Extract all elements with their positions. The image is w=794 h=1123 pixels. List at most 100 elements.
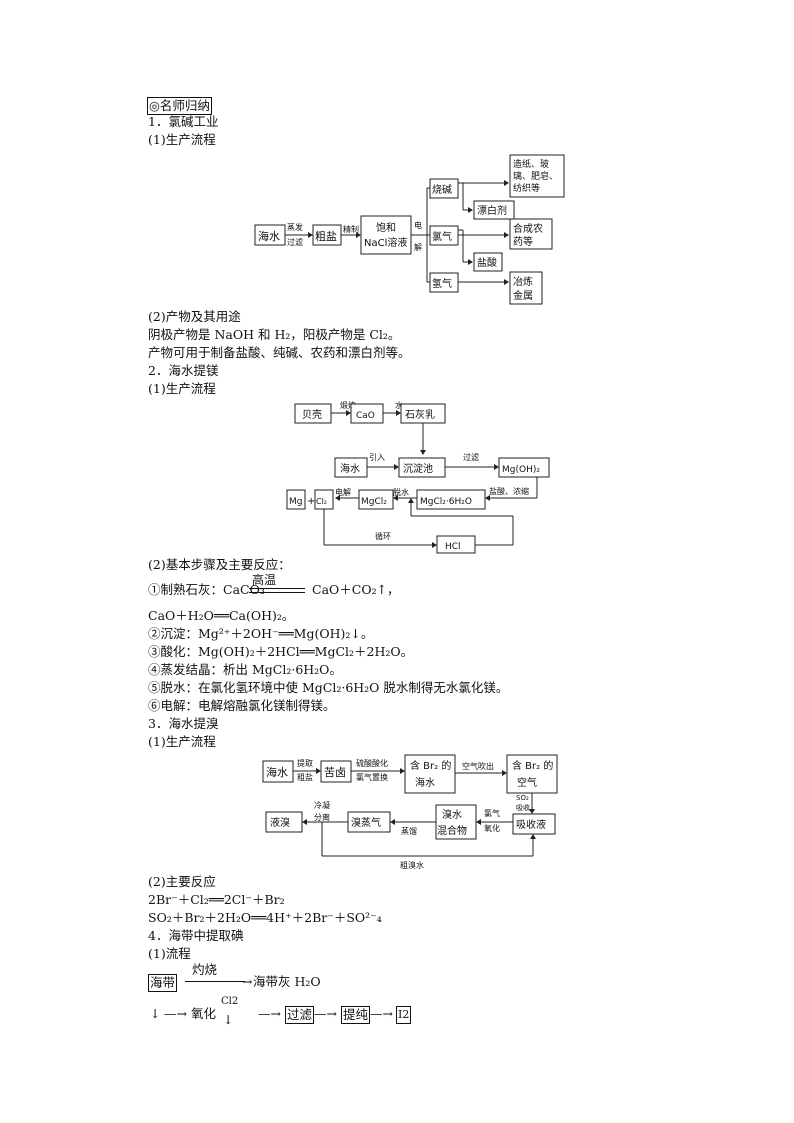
s3-sub2: (2)主要反应 — [148, 874, 216, 889]
svg-text:石灰乳: 石灰乳 — [405, 408, 435, 421]
svg-text:含 Br₂ 的: 含 Br₂ 的 — [410, 759, 451, 772]
svg-text:氧化: 氧化 — [484, 823, 500, 833]
svg-text:盐酸、浓缩: 盐酸、浓缩 — [489, 486, 529, 496]
s2-r1-equals — [249, 588, 305, 593]
s2-r1cond: 高温 — [252, 573, 277, 587]
svg-text:MgCl₂·6H₂O: MgCl₂·6H₂O — [420, 497, 472, 507]
s2-r1a: ①制熟石灰：CaCO₃ — [148, 582, 265, 597]
s4-arrow4: —→ — [314, 1006, 337, 1021]
s2-r5: ⑤脱水：在氯化氢环境中使 MgCl₂·6H₂O 脱水制得无水氯化镁。 — [148, 680, 509, 695]
svg-text:氯气: 氯气 — [432, 230, 452, 243]
svg-text:海水: 海水 — [266, 765, 288, 779]
s4-filter: 过滤 — [285, 1006, 315, 1024]
svg-text:盐酸: 盐酸 — [477, 256, 497, 269]
d1-crude: 粗盐 — [315, 230, 337, 243]
s1-line1: 阴极产物是 NaOH 和 H₂，阳极产物是 Cl₂。 — [148, 327, 401, 342]
s4-sub1: (1)流程 — [148, 946, 191, 961]
svg-text:贝壳: 贝壳 — [302, 408, 322, 421]
svg-text:氯气: 氯气 — [484, 808, 500, 818]
s1-title: 1．氯碱工业 — [148, 114, 219, 129]
svg-text:NaCl溶液: NaCl溶液 — [364, 236, 407, 249]
s3-e2: SO₂＋Br₂＋2H₂O══4H⁺＋2Br⁻＋SO²⁻₄ — [148, 910, 382, 925]
svg-text:溴蒸气: 溴蒸气 — [351, 816, 381, 829]
svg-text:解: 解 — [414, 242, 422, 252]
s4-title: 4．海带中提取碘 — [148, 928, 244, 943]
svg-text:药等: 药等 — [513, 235, 533, 248]
svg-text:液溴: 液溴 — [270, 816, 290, 829]
svg-text:海水: 海水 — [340, 462, 360, 475]
svg-text:电: 电 — [414, 220, 422, 230]
section-header: ◎名师归纳 — [147, 97, 212, 115]
svg-text:苦卤: 苦卤 — [324, 766, 346, 779]
svg-text:CaO: CaO — [356, 411, 375, 421]
s2-r4: ④蒸发结晶：析出 MgCl₂·6H₂O。 — [148, 662, 342, 677]
svg-text:水: 水 — [395, 400, 403, 410]
svg-text:Mg: Mg — [289, 497, 302, 507]
svg-text:含 Br₂ 的: 含 Br₂ 的 — [512, 759, 553, 772]
svg-text:冷凝: 冷凝 — [314, 800, 330, 810]
s4-arrow2: —→ — [164, 1006, 187, 1021]
s4-i2: I2 — [396, 1006, 412, 1024]
s4-arrow3: —→ — [258, 1006, 281, 1021]
s3-title: 3．海水提溴 — [148, 716, 219, 731]
svg-text:纺织等: 纺织等 — [513, 182, 540, 194]
svg-text:海水: 海水 — [415, 776, 435, 789]
s1-sub1: (1)生产流程 — [148, 132, 216, 147]
s4-down-arrow-2: ↓ — [223, 1012, 234, 1027]
s2-sub1: (1)生产流程 — [148, 381, 216, 396]
s4-arrow1-head: → — [242, 974, 253, 989]
s1-sub2: (2)产物及其用途 — [148, 309, 241, 324]
svg-text:空气吹出: 空气吹出 — [462, 761, 494, 771]
chlor-alkali-flow-diagram: 海水 蒸发 过滤 粗盐 精制 饱和 NaCl溶液 电 解 烧碱 氯气 氢气 造纸… — [254, 154, 565, 305]
svg-text:冶炼: 冶炼 — [513, 275, 533, 288]
s4-burn: 灼烧 — [192, 962, 218, 977]
svg-text:脱水: 脱水 — [393, 487, 409, 497]
s4-ash: 海带灰 H₂O — [253, 974, 321, 989]
svg-text:粗盐: 粗盐 — [297, 772, 313, 782]
s2-r2: ②沉淀：Mg²⁺＋2OH⁻══Mg(OH)₂↓。 — [148, 626, 374, 641]
svg-text:提取: 提取 — [297, 758, 313, 768]
svg-text:吸收液: 吸收液 — [516, 818, 546, 831]
svg-text:氯气置换: 氯气置换 — [356, 772, 388, 782]
s2-r1b: CaO＋CO₂↑， — [312, 582, 400, 597]
s2-sub2: (2)基本步骤及主要反应： — [148, 557, 291, 572]
d1-seawater: 海水 — [258, 229, 280, 243]
svg-text:SO₂: SO₂ — [516, 794, 529, 802]
svg-text:循环: 循环 — [375, 531, 391, 541]
svg-text:MgCl₂: MgCl₂ — [361, 497, 387, 507]
svg-text:引入: 引入 — [369, 453, 385, 462]
svg-text:空气: 空气 — [517, 776, 537, 789]
s4-cl2: Cl2 — [221, 996, 239, 1007]
svg-text:沉淀池: 沉淀池 — [403, 462, 433, 475]
svg-text:吸收: 吸收 — [516, 803, 530, 812]
svg-text:合成农: 合成农 — [513, 222, 543, 235]
svg-text:金属: 金属 — [513, 289, 533, 302]
svg-text:氢气: 氢气 — [432, 277, 452, 290]
svg-text:饱和: 饱和 — [376, 222, 396, 234]
s4-purify: 提纯 — [341, 1006, 371, 1024]
s3-sub1: (1)生产流程 — [148, 734, 216, 749]
svg-text:蒸发: 蒸发 — [287, 222, 303, 232]
s4-down-arrow-1: ↓ — [150, 1006, 161, 1021]
svg-text:HCl: HCl — [445, 542, 461, 552]
svg-text:过滤: 过滤 — [287, 237, 303, 247]
s2-title: 2．海水提镁 — [148, 363, 219, 378]
svg-text:蒸馏: 蒸馏 — [401, 826, 417, 836]
bromine-flow-diagram: 海水 提取 粗盐 苦卤 硫酸酸化 氯气置换 含 Br₂ 的 海水 空气吹出 含 … — [262, 754, 558, 870]
svg-text:溴水: 溴水 — [442, 808, 462, 821]
svg-text:精制: 精制 — [343, 224, 359, 234]
s4-arrow5: —→ — [370, 1006, 393, 1021]
s1-line2: 产物可用于制备盐酸、纯碱、农药和漂白剂等。 — [148, 345, 411, 360]
s2-r6: ⑥电解：电解熔融氯化镁制得镁。 — [148, 698, 336, 713]
s3-e1: 2Br⁻＋Cl₂══2Cl⁻＋Br₂ — [148, 892, 285, 907]
s4-oxidize: 氧化 — [191, 1006, 217, 1021]
svg-text:烧碱: 烧碱 — [432, 183, 452, 196]
magnesium-flow-diagram: 贝壳 煅烧 CaO 水 石灰乳 海水 引入 沉淀池 过滤 Mg(OH)₂ 盐酸、… — [286, 400, 550, 554]
s4-kelp: 海带 — [148, 974, 178, 992]
svg-text:分离: 分离 — [314, 812, 330, 822]
svg-text:混合物: 混合物 — [437, 824, 467, 837]
svg-text:漂白剂: 漂白剂 — [477, 204, 507, 217]
svg-text:煅烧: 煅烧 — [340, 400, 356, 410]
svg-text:璃、肥皂、: 璃、肥皂、 — [513, 170, 558, 182]
svg-text:造纸、玻: 造纸、玻 — [513, 158, 549, 170]
